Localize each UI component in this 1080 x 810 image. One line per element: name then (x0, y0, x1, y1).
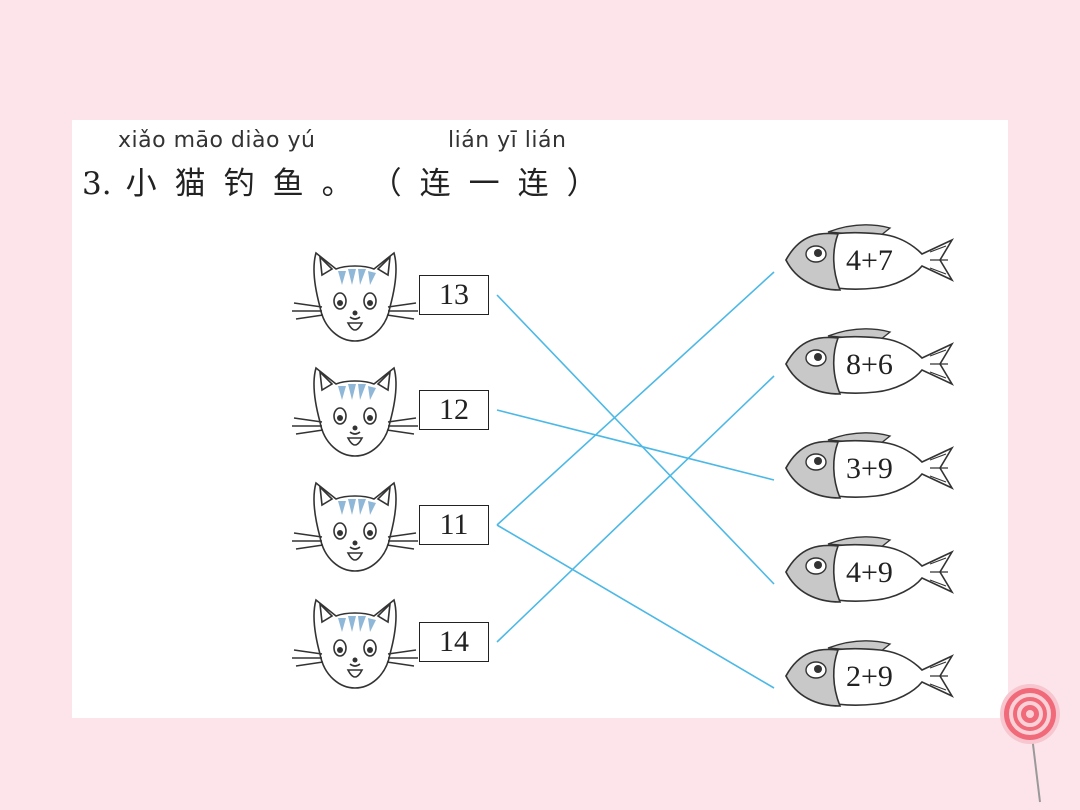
lollipop-icon (1000, 684, 1060, 803)
fish-icon[interactable] (780, 220, 960, 296)
fish-expression: 4+7 (846, 244, 893, 277)
title-char: ） (566, 166, 598, 202)
title-char: 钓 (223, 166, 255, 202)
fish-expression: 3+9 (846, 452, 893, 485)
title-char: 连 (517, 166, 549, 202)
cat-icon (290, 360, 420, 460)
cat-number-box[interactable]: 13 (419, 275, 489, 315)
cat-icon (290, 592, 420, 692)
title-char: 小 (125, 166, 157, 202)
pinyin-instruction: lián yī lián (448, 128, 567, 153)
fish-icon[interactable] (780, 428, 960, 504)
title-char: 鱼 (272, 166, 304, 202)
cat-number-box[interactable]: 11 (419, 505, 489, 545)
title-char: （ (370, 166, 402, 202)
title-char: 一 (468, 166, 500, 202)
title-char: 。 (321, 166, 353, 202)
fish-icon[interactable] (780, 324, 960, 400)
fish-expression: 2+9 (846, 660, 893, 693)
question-title: 3. 小猫钓鱼。 （ 连一连 ） (82, 158, 616, 203)
fish-icon[interactable] (780, 532, 960, 608)
cat-number-box[interactable]: 14 (419, 622, 489, 662)
fish-expression: 8+6 (846, 348, 893, 381)
cat-number-box[interactable]: 12 (419, 390, 489, 430)
title-char: 连 (419, 166, 451, 202)
fish-expression: 4+9 (846, 556, 893, 589)
title-char: 猫 (174, 166, 206, 202)
question-number: 3. (82, 166, 112, 202)
cat-icon (290, 245, 420, 345)
fish-icon[interactable] (780, 636, 960, 712)
worksheet-card (72, 120, 1008, 718)
pinyin-title: xiǎo māo diào yú (118, 128, 316, 153)
cat-icon (290, 475, 420, 575)
